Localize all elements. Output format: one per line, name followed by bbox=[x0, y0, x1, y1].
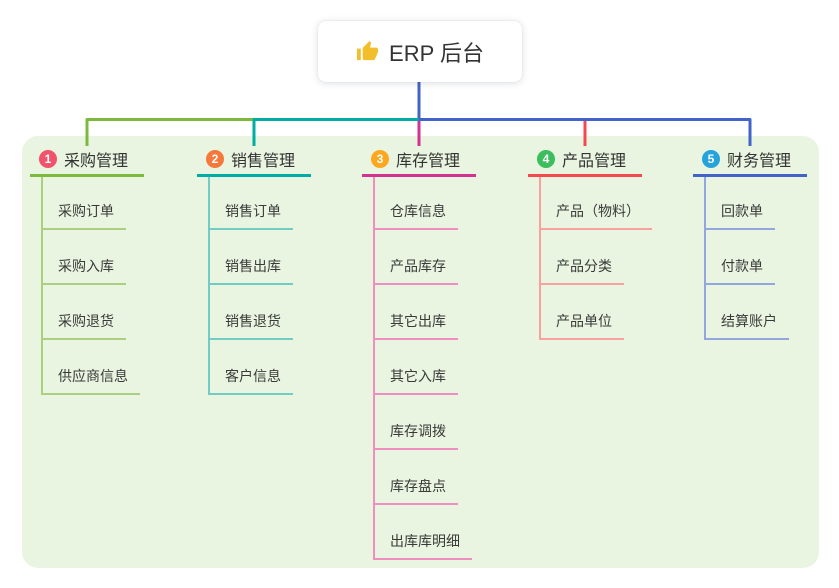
branches-background-panel bbox=[22, 136, 819, 568]
branch-node-1[interactable]: 1 采购管理 bbox=[30, 148, 144, 177]
branch-sub-line bbox=[539, 177, 541, 340]
branch-column-4: 4 产品管理产品（物料） 产品分类产品单位 bbox=[528, 148, 652, 340]
sub-node[interactable]: 产品分类 bbox=[539, 247, 624, 285]
root-node[interactable]: ERP 后台 bbox=[318, 21, 522, 82]
sub-node[interactable]: 销售退货 bbox=[208, 302, 293, 340]
sub-node[interactable]: 产品（物料） bbox=[539, 192, 652, 230]
sub-node[interactable]: 供应商信息 bbox=[41, 357, 140, 395]
branch-label: 采购管理 bbox=[64, 152, 129, 170]
sub-node[interactable]: 产品库存 bbox=[373, 247, 458, 285]
branch-sub-line bbox=[41, 177, 43, 395]
branch-sub-line bbox=[208, 177, 210, 395]
branch-label: 库存管理 bbox=[396, 152, 461, 170]
sub-node[interactable]: 付款单 bbox=[704, 247, 775, 285]
branch-node-2[interactable]: 2 销售管理 bbox=[197, 148, 311, 177]
branch-index-badge: 4 bbox=[537, 149, 555, 168]
branch-column-3: 3 库存管理仓库信息产品库存其它出库其它入库库存调拨库存盘点出库库明细 bbox=[362, 148, 476, 560]
branch-column-5: 5 财务管理回款单付款单结算账户 bbox=[693, 148, 807, 340]
sub-node[interactable]: 仓库信息 bbox=[373, 192, 458, 230]
sub-node[interactable]: 结算账户 bbox=[704, 302, 789, 340]
branch-sub-line bbox=[704, 177, 706, 340]
sub-node[interactable]: 采购退货 bbox=[41, 302, 126, 340]
sub-node[interactable]: 回款单 bbox=[704, 192, 775, 230]
sub-node[interactable]: 客户信息 bbox=[208, 357, 293, 395]
branch-label: 财务管理 bbox=[727, 152, 792, 170]
branch-column-2: 2 销售管理销售订单销售出库销售退货客户信息 bbox=[197, 148, 311, 395]
root-node-label: ERP 后台 bbox=[389, 40, 484, 66]
branch-node-4[interactable]: 4 产品管理 bbox=[528, 148, 642, 177]
branch-index-badge: 3 bbox=[371, 149, 389, 168]
branch-index-badge: 5 bbox=[702, 149, 720, 168]
branch-sub-line bbox=[373, 177, 375, 560]
branch-label: 销售管理 bbox=[231, 152, 296, 170]
sub-node[interactable]: 销售订单 bbox=[208, 192, 293, 230]
sub-node[interactable]: 库存盘点 bbox=[373, 467, 458, 505]
branch-node-3[interactable]: 3 库存管理 bbox=[362, 148, 476, 177]
branch-label: 产品管理 bbox=[562, 152, 627, 170]
sub-node[interactable]: 采购入库 bbox=[41, 247, 126, 285]
thumbs-up-icon bbox=[356, 40, 379, 63]
sub-node[interactable]: 出库库明细 bbox=[373, 522, 472, 560]
branch-node-5[interactable]: 5 财务管理 bbox=[693, 148, 807, 177]
sub-node[interactable]: 产品单位 bbox=[539, 302, 624, 340]
sub-node[interactable]: 采购订单 bbox=[41, 192, 126, 230]
sub-node[interactable]: 销售出库 bbox=[208, 247, 293, 285]
branch-index-badge: 1 bbox=[39, 149, 57, 168]
branch-index-badge: 2 bbox=[206, 149, 224, 168]
sub-node[interactable]: 其它出库 bbox=[373, 302, 458, 340]
branch-column-1: 1 采购管理采购订单采购入库采购退货供应商信息 bbox=[30, 148, 144, 395]
sub-node[interactable]: 库存调拨 bbox=[373, 412, 458, 450]
sub-node[interactable]: 其它入库 bbox=[373, 357, 458, 395]
